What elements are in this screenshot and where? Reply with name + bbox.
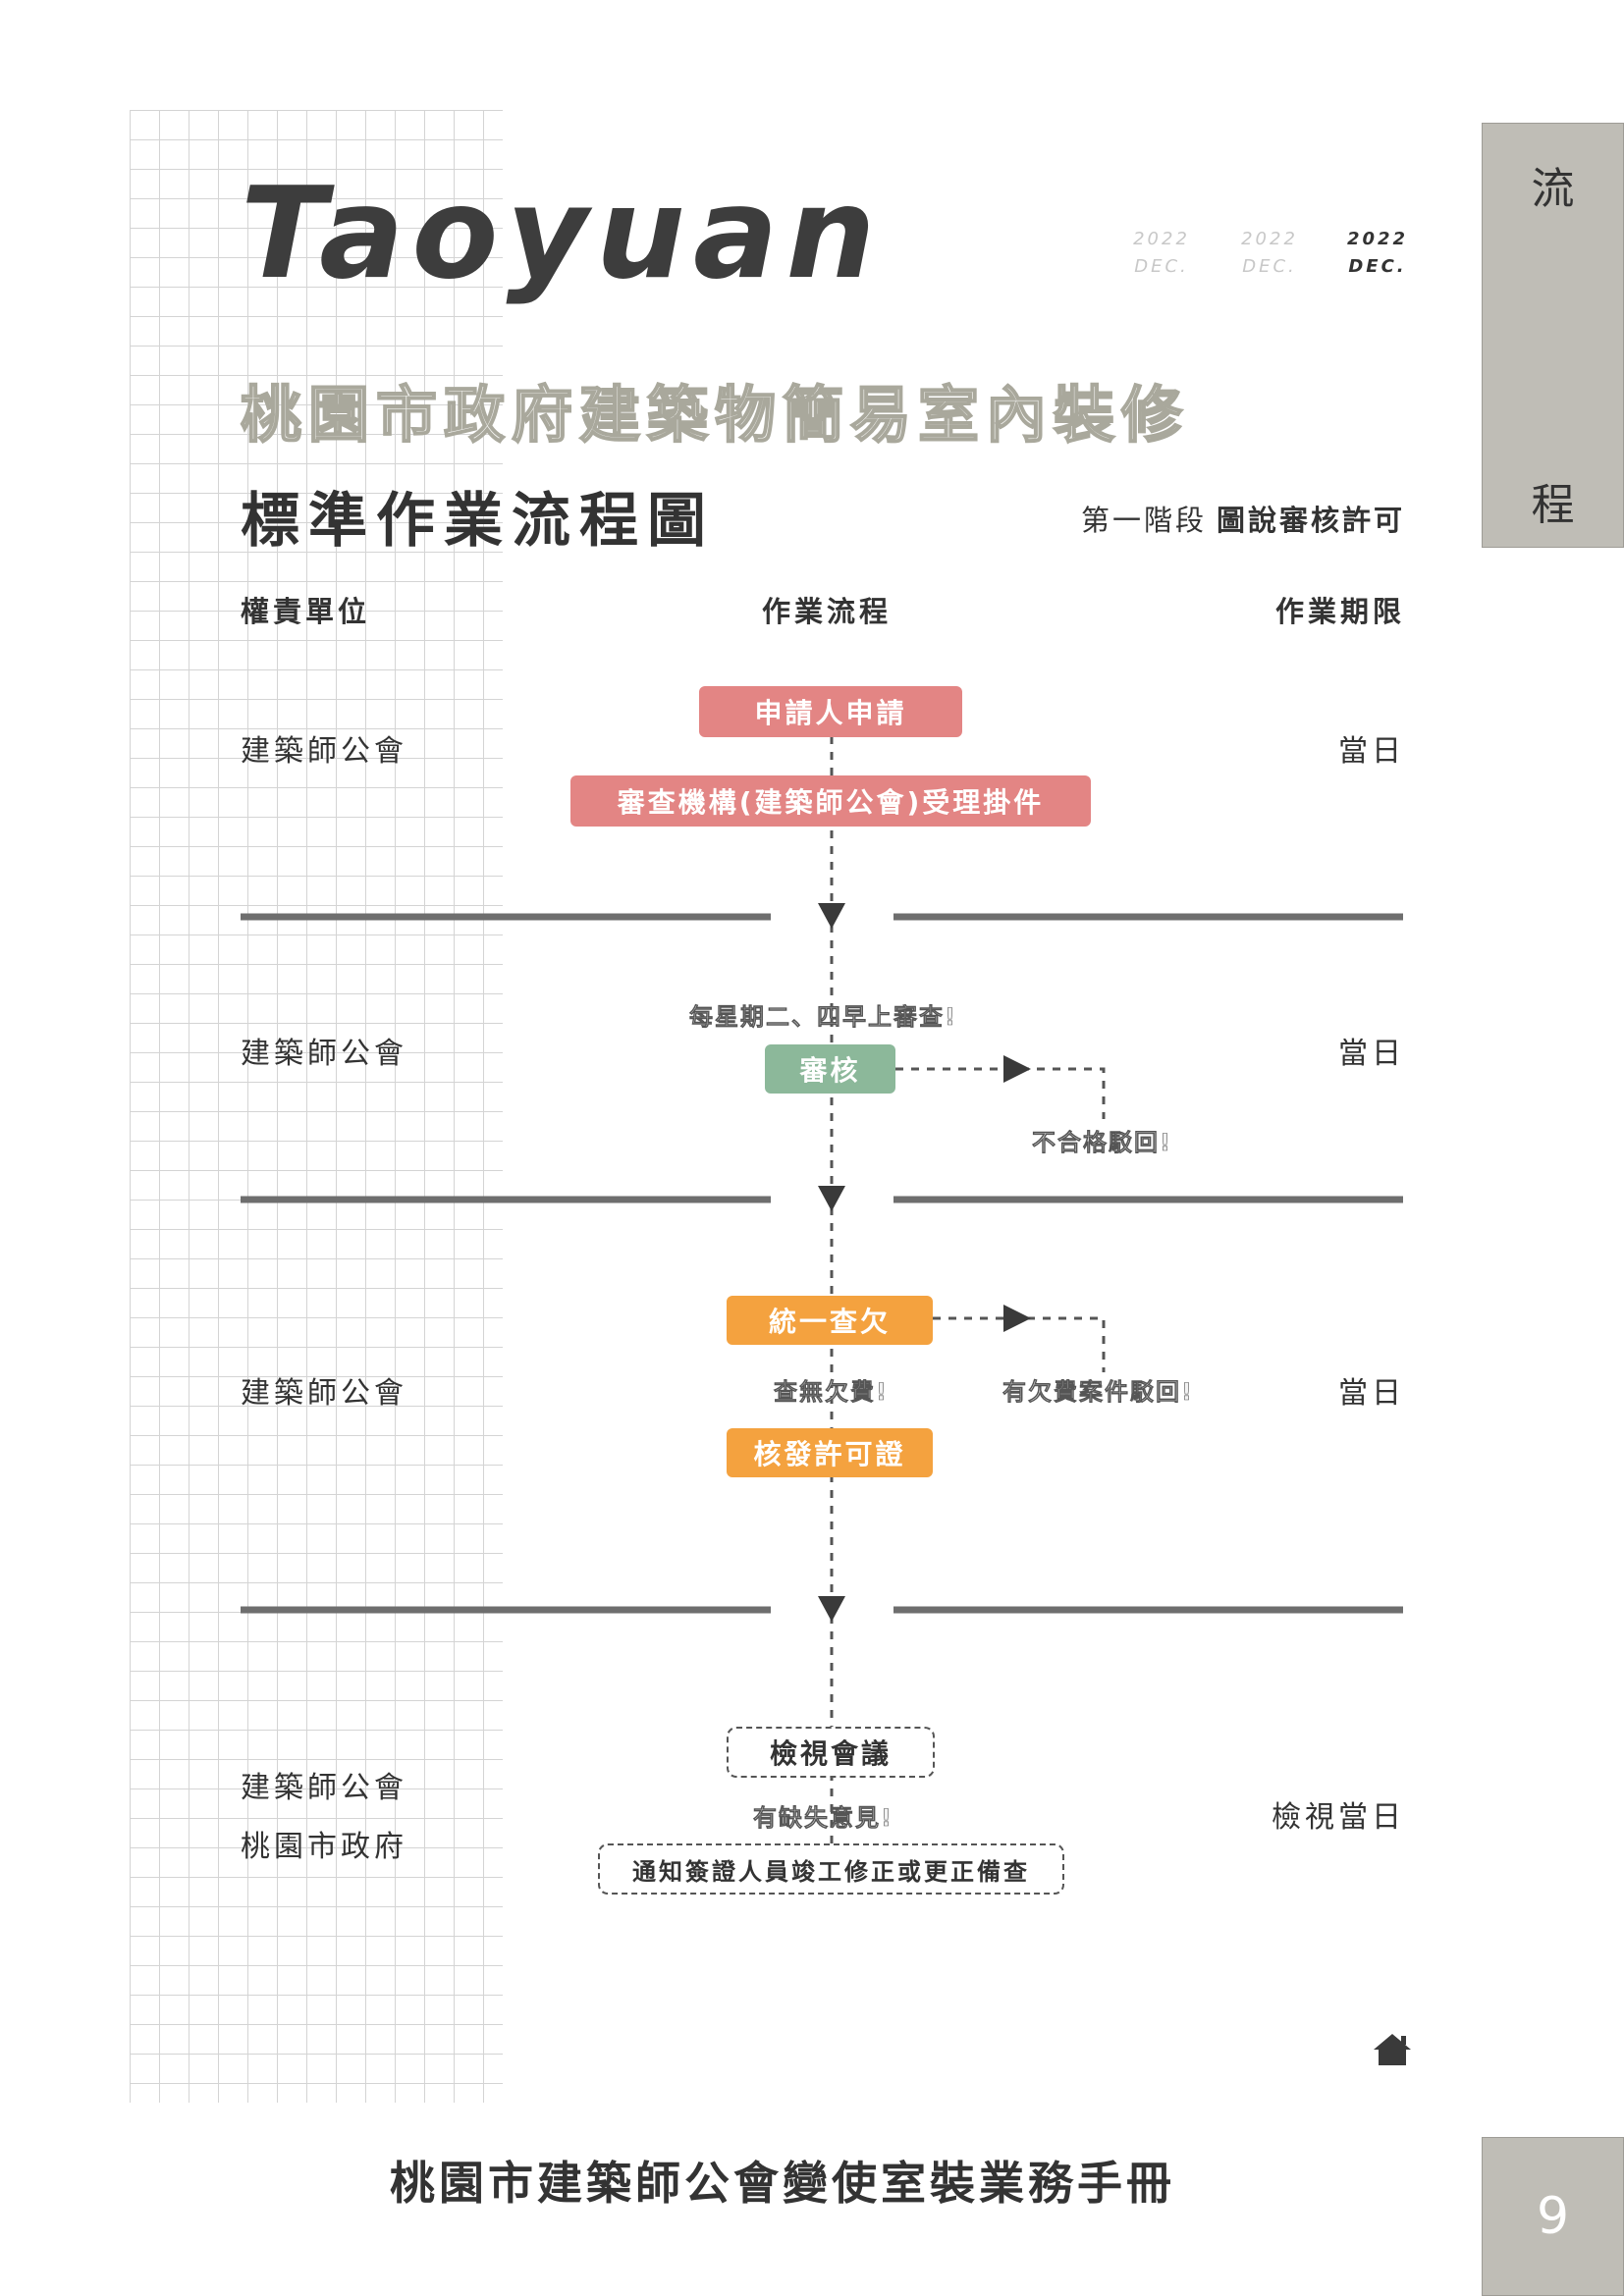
review-schedule-note: 每星期二、四早上審查!	[689, 1003, 957, 1032]
page-number-tab: 9	[1482, 2137, 1624, 2296]
no-arrears-note: 查無欠費!	[774, 1378, 889, 1407]
arrow-right-reject	[1003, 1055, 1031, 1083]
chapter-tab-char-top: 流	[1531, 164, 1575, 214]
title-line-2: 標準作業流程圖	[241, 487, 715, 556]
section-2-deadline: 當日	[1338, 1037, 1405, 1071]
reject-note: 不合格駁回!	[1032, 1129, 1172, 1157]
footer-title-text: 桃園市建築師公會變使室裝業務手冊	[390, 2157, 1175, 2210]
date-1: 2022 DEC.	[1127, 226, 1196, 281]
date-2-year: 2022	[1241, 229, 1298, 249]
arrow-right-arrears	[1003, 1305, 1031, 1332]
arrow-down-2	[818, 1186, 845, 1211]
arrow-down-3	[818, 1596, 845, 1622]
section-4-deadline: 檢視當日	[1272, 1800, 1405, 1835]
title-line-1: 桃園市政府建築物簡易室內裝修	[240, 378, 1190, 452]
section-4-unit-2: 桃園市政府	[241, 1830, 407, 1864]
date-2-month: DEC.	[1242, 255, 1297, 277]
step-notify[interactable]: 通知簽證人員竣工修正或更正備查	[598, 1843, 1064, 1895]
stage-name: 圖說審核許可	[1216, 504, 1405, 537]
section-1-deadline: 當日	[1338, 734, 1405, 769]
footer-title: 桃園市建築師公會變使室裝業務手冊	[0, 2148, 1624, 2213]
date-3-month: DEC.	[1348, 255, 1407, 277]
section-3-unit: 建築師公會	[241, 1376, 407, 1411]
step-arrears-check[interactable]: 統一查欠	[727, 1296, 933, 1345]
grid-background	[130, 110, 503, 2103]
stage-label: 第一階段圖說審核許可	[1081, 498, 1405, 539]
section-4-unit-1: 建築師公會	[241, 1771, 407, 1805]
arrears-branch-line	[933, 1316, 1106, 1372]
column-header-unit: 權責單位	[241, 595, 371, 628]
section-3-deadline: 當日	[1338, 1376, 1405, 1411]
arrears-reject-note: 有欠費案件駁回!	[1002, 1378, 1194, 1407]
date-1-year: 2022	[1133, 229, 1190, 249]
reject-branch-line	[895, 1067, 1106, 1119]
arrow-down-1	[818, 903, 845, 929]
step-review[interactable]: 審核	[765, 1044, 895, 1094]
date-2: 2022 DEC.	[1235, 226, 1304, 281]
defect-note: 有缺失意見!	[753, 1804, 893, 1833]
date-1-month: DEC.	[1134, 255, 1189, 277]
column-header-deadline: 作業期限	[1274, 595, 1405, 628]
step-accept[interactable]: 審查機構(建築師公會)受理掛件	[570, 775, 1091, 827]
column-header-process: 作業流程	[762, 595, 893, 628]
step-inspect-meeting[interactable]: 檢視會議	[727, 1727, 935, 1778]
stage-number: 第一階段	[1080, 504, 1207, 537]
section-2-unit: 建築師公會	[241, 1037, 407, 1071]
home-icon[interactable]	[1372, 2032, 1413, 2067]
chapter-tab-char-bottom: 程	[1531, 480, 1575, 530]
chapter-tab[interactable]: 流 程	[1482, 123, 1624, 548]
section-1-unit: 建築師公會	[241, 734, 407, 769]
step-apply[interactable]: 申請人申請	[699, 686, 962, 737]
date-3-year: 2022	[1346, 229, 1409, 249]
brand-title: Taoyuan	[241, 161, 884, 307]
step-permit[interactable]: 核發許可證	[727, 1428, 933, 1477]
page-number: 9	[1536, 2187, 1570, 2246]
date-3: 2022 DEC.	[1343, 226, 1412, 281]
